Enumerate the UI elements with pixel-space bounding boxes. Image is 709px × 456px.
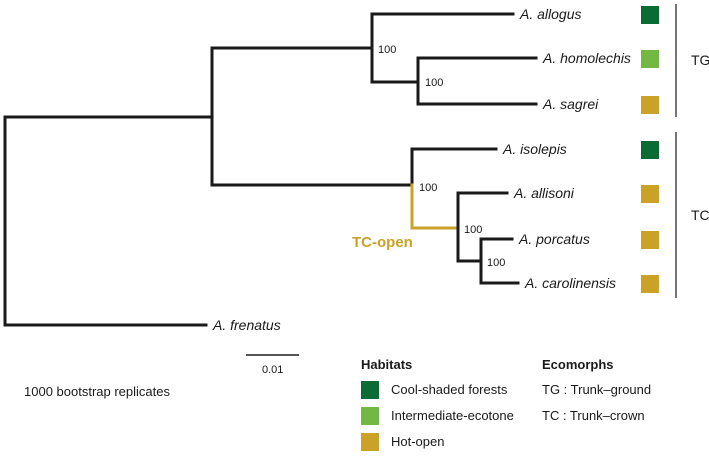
tc-open-label: TC-open — [352, 234, 413, 251]
legend-item-intermediate: Intermediate-ecotone — [361, 404, 514, 427]
scale-bar: 0.01 — [246, 354, 299, 376]
bootstrap-value: 100 — [487, 257, 505, 269]
taxon-label: A. porcatus — [518, 231, 590, 247]
bootstrap-note: 1000 bootstrap replicates — [24, 384, 170, 399]
bootstrap-values: 100 100 100 100 100 — [378, 44, 505, 269]
habitat-square-hot — [641, 275, 659, 293]
scale-bar-label: 0.01 — [262, 364, 283, 376]
taxon-label: A. allogus — [519, 6, 581, 22]
legend-swatch — [361, 380, 379, 399]
legend-item-cool: Cool-shaded forests — [361, 378, 514, 401]
legend-label: Cool-shaded forests — [391, 382, 508, 397]
bootstrap-value: 100 — [425, 77, 443, 89]
legend-label: Intermediate-ecotone — [391, 408, 514, 423]
habitat-square-cool — [641, 141, 659, 159]
ecomorph-tc: TC : Trunk–crown — [542, 408, 645, 423]
taxon-labels: A. allogus A. homolechis A. sagrei A. is… — [212, 6, 631, 333]
habitat-square-hot — [641, 185, 659, 203]
taxon-label: A. homolechis — [542, 50, 631, 66]
clade-label-tg: TG — [691, 52, 709, 68]
ecomorph-tg: TG : Trunk–ground — [542, 382, 652, 397]
taxon-label: A. isolepis — [502, 141, 567, 157]
legend-swatch — [361, 406, 379, 425]
habitat-square-cool — [641, 6, 659, 24]
habitat-square-hot — [641, 231, 659, 249]
taxon-label: A. allisoni — [513, 185, 575, 201]
habitat-squares — [641, 6, 659, 293]
habitat-square-hot — [641, 96, 659, 114]
taxon-label: A. sagrei — [542, 96, 599, 112]
habitats-legend: Habitats Cool-shaded forests Intermediat… — [361, 357, 514, 456]
habitat-square-intermediate — [641, 50, 659, 68]
habitats-legend-title: Habitats — [361, 357, 413, 372]
taxon-label: A. frenatus — [212, 317, 281, 333]
bootstrap-value: 100 — [378, 44, 396, 56]
legend-swatch — [361, 432, 379, 451]
bootstrap-value: 100 — [419, 182, 437, 194]
taxon-label: A. carolinensis — [524, 275, 616, 291]
ecomorphs-legend-title: Ecomorphs — [542, 357, 614, 372]
legend-item-hot: Hot-open — [361, 430, 514, 453]
bootstrap-value: 100 — [464, 224, 482, 236]
legend-label: Hot-open — [391, 434, 445, 449]
ecomorphs-legend: Ecomorphs TG : Trunk–ground TC : Trunk–c… — [542, 357, 651, 430]
clade-brackets: TG TC — [675, 4, 709, 298]
tree-branches — [3, 12, 538, 327]
clade-label-tc: TC — [691, 207, 709, 223]
